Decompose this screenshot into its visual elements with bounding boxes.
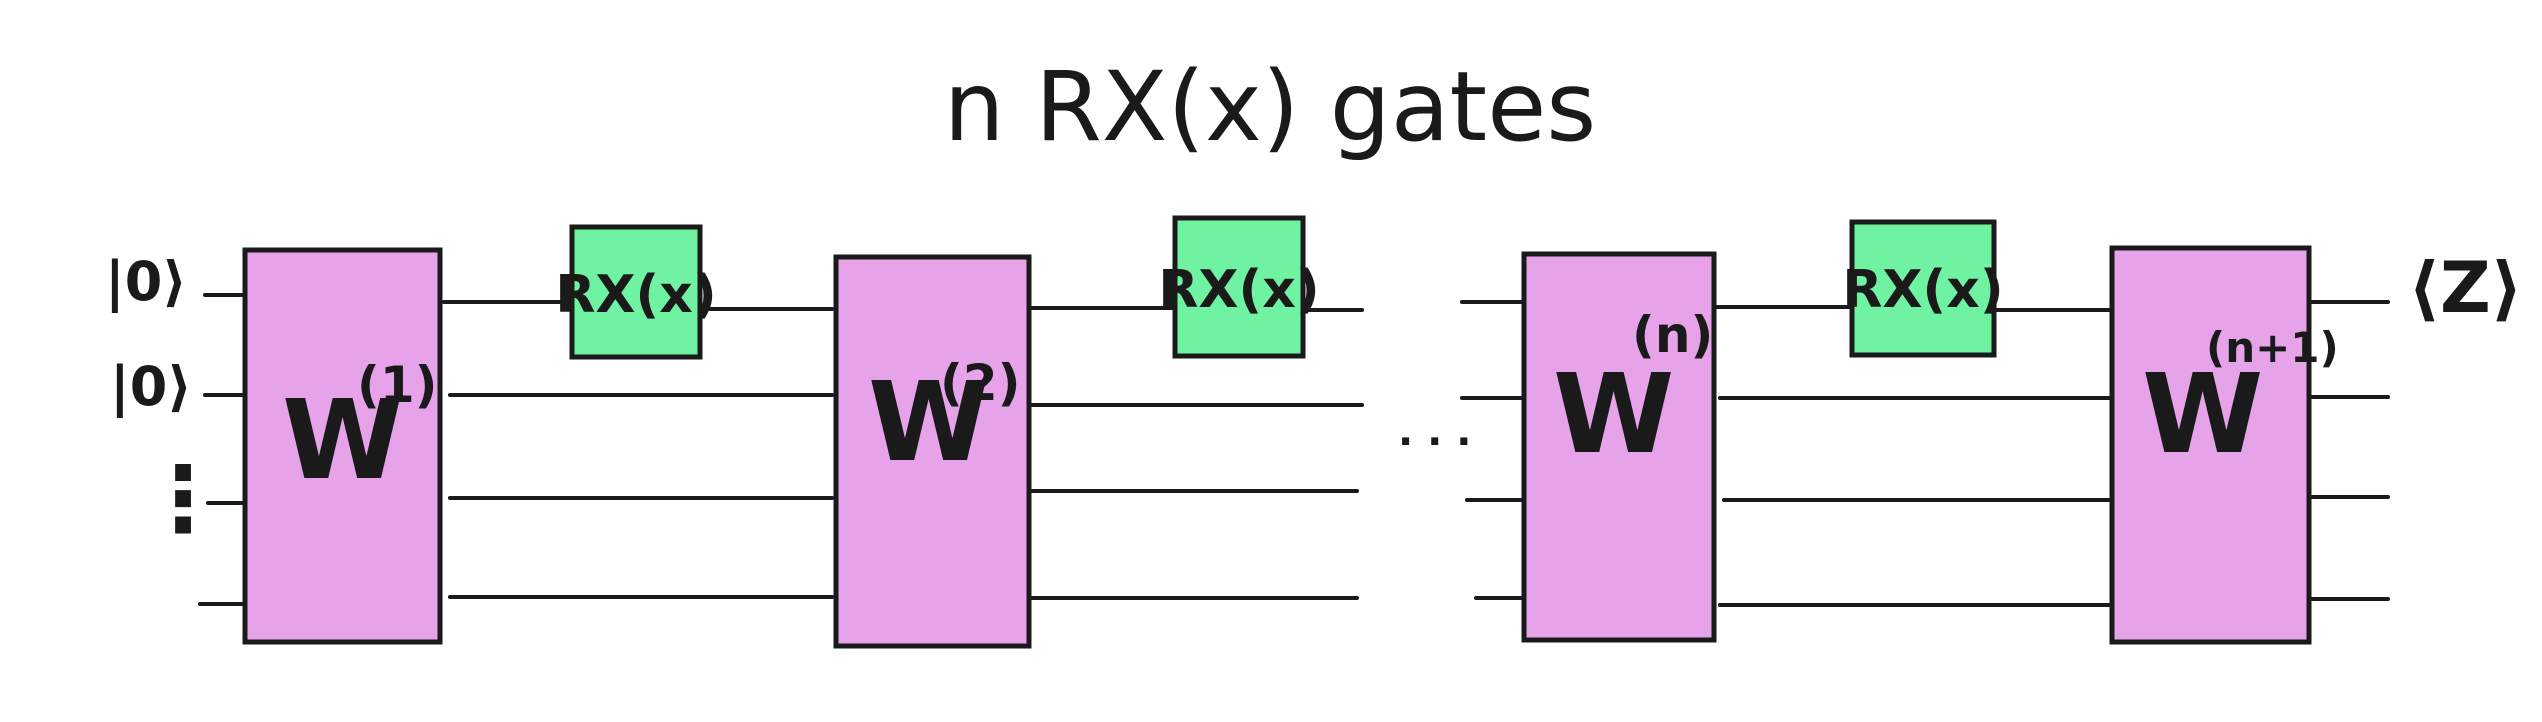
rx-gate-2-label: RX(x) — [1158, 260, 1319, 320]
wires-section-2 — [1030, 306, 1364, 600]
wn1-block: W (n+1) — [2109, 245, 2339, 645]
w1-block: W (1) — [242, 247, 443, 645]
input-state-2: |0⟩ — [110, 355, 192, 418]
w2-base: W — [868, 358, 989, 486]
wn-block: W (n) — [1521, 251, 1717, 643]
w1-base: W — [282, 376, 403, 504]
wires-section-3 — [1460, 300, 2390, 607]
rx-gate-3: RX(x) — [1842, 219, 2004, 358]
rx-gate-1-label: RX(x) — [555, 265, 716, 325]
diagram-title: n RX(x) gates — [944, 51, 1597, 163]
input-state-1: |0⟩ — [105, 250, 187, 313]
w2-block: W (2) — [833, 254, 1032, 649]
measurement-label: ⟨Z⟩ — [2408, 247, 2523, 329]
w2-superscript: (2) — [940, 354, 1021, 412]
wires-section-1 — [198, 293, 834, 606]
wn1-base: W — [2142, 350, 2263, 478]
mid-ellipsis: · · · — [1398, 419, 1471, 465]
rx-gate-2: RX(x) — [1158, 215, 1320, 359]
wn1-superscript: (n+1) — [2206, 323, 2339, 372]
input-ellipsis: ⋮ — [138, 447, 228, 552]
rx-gate-1: RX(x) — [555, 224, 717, 360]
rx-gate-3-label: RX(x) — [1842, 260, 2003, 320]
wn-base: W — [1553, 350, 1674, 478]
wn-superscript: (n) — [1632, 306, 1713, 364]
w1-superscript: (1) — [357, 356, 438, 414]
